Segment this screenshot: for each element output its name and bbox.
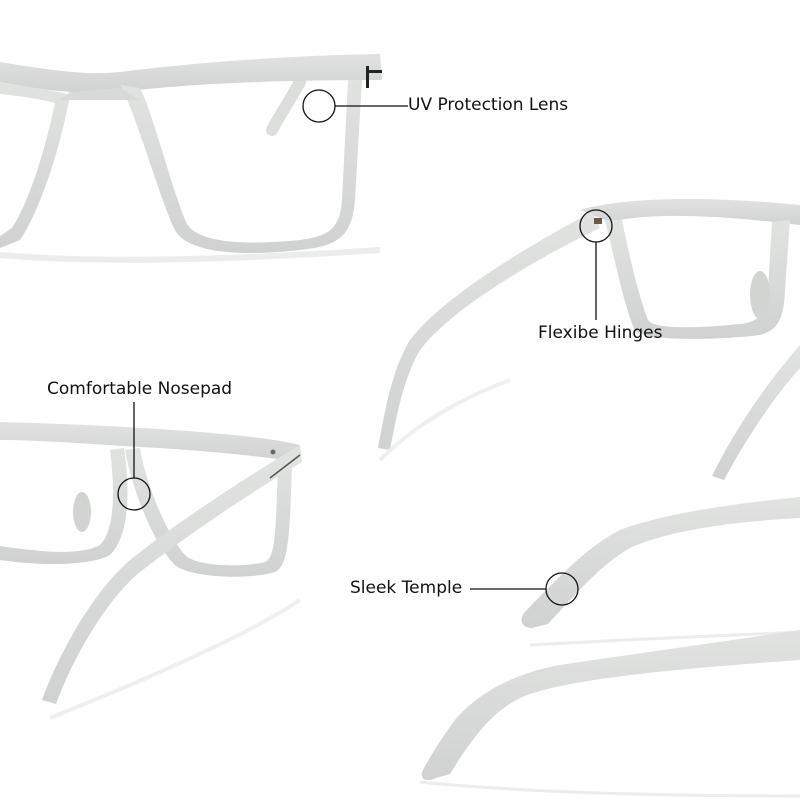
callout-sleek-temple	[470, 572, 579, 606]
sleek-temple-label: Sleek Temple	[350, 578, 463, 598]
front-view-glasses	[0, 54, 382, 263]
temple-tips	[419, 497, 800, 798]
flexible-hinges-label: Flexibe Hinges	[538, 323, 663, 343]
callout-comfortable-nosepad	[117, 402, 151, 511]
callout-uv-protection	[302, 89, 408, 123]
callout-flexible-hinges	[579, 209, 613, 320]
angled-view-glasses	[378, 198, 800, 480]
comfortable-nosepad-label: Comfortable Nosepad	[47, 379, 233, 399]
uv-protection-label: UV Protection Lens	[408, 95, 569, 115]
rear-view-glasses	[0, 422, 302, 720]
uv-callout-circle-icon	[302, 89, 336, 123]
